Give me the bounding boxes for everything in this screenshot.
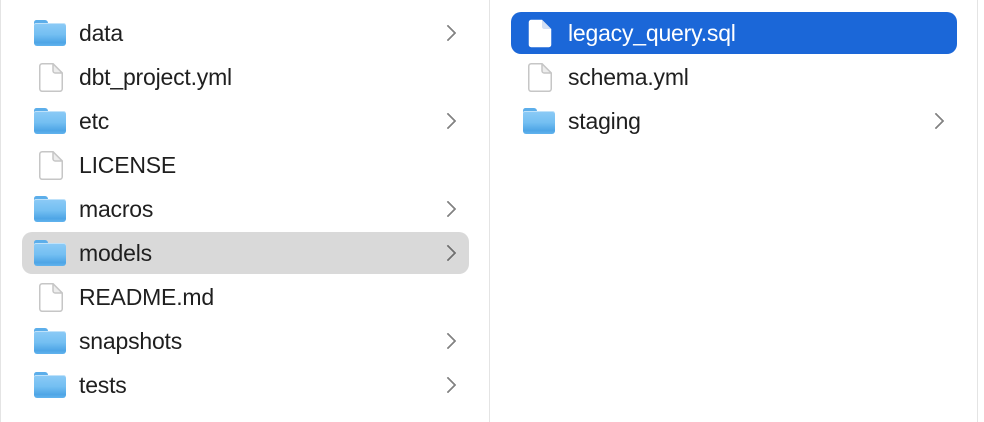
folder-row-snapshots[interactable]: snapshots — [22, 320, 469, 362]
folder-row-etc[interactable]: etc — [22, 100, 469, 142]
folder-icon — [34, 326, 67, 356]
file-row-dbt-project-yml[interactable]: dbt_project.yml — [22, 56, 469, 98]
item-label: data — [79, 19, 123, 46]
file-row-readme-md[interactable]: README.md — [22, 276, 469, 318]
folder-icon — [34, 18, 67, 48]
item-label: legacy_query.sql — [568, 19, 736, 46]
folder-row-macros[interactable]: macros — [22, 188, 469, 230]
item-label: schema.yml — [568, 63, 689, 90]
file-icon — [523, 18, 556, 48]
file-icon — [34, 150, 67, 180]
folder-row-data[interactable]: data — [22, 12, 469, 54]
item-label: macros — [79, 195, 154, 222]
column-divider[interactable] — [489, 0, 490, 422]
chevron-right-icon — [439, 24, 457, 42]
folder-row-staging[interactable]: staging — [511, 100, 957, 142]
folder-icon — [34, 238, 67, 268]
folder-icon — [34, 370, 67, 400]
chevron-right-icon — [439, 200, 457, 218]
file-row-license[interactable]: LICENSE — [22, 144, 469, 186]
file-icon — [523, 62, 556, 92]
file-icon — [34, 282, 67, 312]
next-column-area — [978, 0, 984, 422]
chevron-right-icon — [927, 112, 945, 130]
item-label: models — [79, 239, 152, 266]
item-label: tests — [79, 371, 127, 398]
folder-icon — [34, 106, 67, 136]
item-label: staging — [568, 107, 641, 134]
column-divider[interactable] — [977, 0, 978, 422]
folder-row-models[interactable]: models — [22, 232, 469, 274]
chevron-right-icon — [439, 376, 457, 394]
file-icon — [34, 62, 67, 92]
column-models-folder: legacy_query.sql schema.yml staging — [490, 0, 977, 422]
chevron-right-icon — [439, 112, 457, 130]
file-row-schema-yml[interactable]: schema.yml — [511, 56, 957, 98]
item-label: snapshots — [79, 327, 183, 354]
left-edge-divider — [0, 0, 1, 422]
folder-icon — [34, 194, 67, 224]
file-row-legacy-query-sql[interactable]: legacy_query.sql — [511, 12, 957, 54]
item-label: dbt_project.yml — [79, 63, 232, 90]
folder-row-tests[interactable]: tests — [22, 364, 469, 406]
item-label: etc — [79, 107, 110, 134]
folder-icon — [523, 106, 556, 136]
column-parent-folder: data dbt_project.yml etc LICENSE — [1, 0, 489, 422]
item-label: README.md — [79, 283, 214, 310]
chevron-right-icon — [439, 332, 457, 350]
chevron-right-icon — [439, 244, 457, 262]
item-label: LICENSE — [79, 151, 177, 178]
